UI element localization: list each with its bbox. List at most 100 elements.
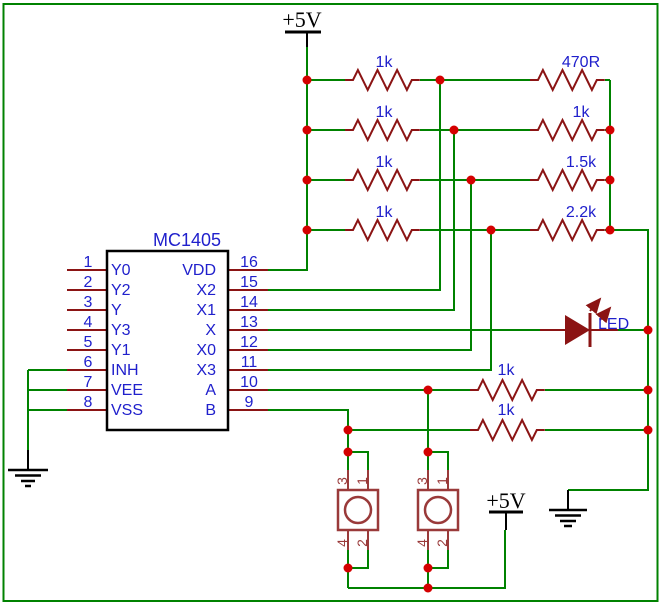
pin-number-11: 11 bbox=[241, 354, 258, 371]
pin-name-a: A bbox=[205, 382, 216, 399]
wire-bottom-rail[interactable] bbox=[348, 530, 506, 589]
wire-x0-branch[interactable] bbox=[268, 180, 472, 351]
junction-dot bbox=[343, 447, 353, 457]
junction-dot bbox=[343, 563, 353, 573]
power-bottom-5v[interactable]: +5V bbox=[486, 488, 526, 530]
resistor-value: 1k bbox=[376, 204, 394, 221]
resistor-left-3[interactable]: 1k bbox=[344, 154, 421, 191]
push-button-1[interactable]: 3 1 4 2 bbox=[334, 470, 380, 550]
junction-dot bbox=[435, 75, 445, 85]
pin-name-x3: X3 bbox=[196, 362, 216, 379]
wire-x2-branch[interactable] bbox=[268, 80, 441, 291]
pin-number-1: 1 bbox=[84, 254, 93, 271]
junction-dot bbox=[423, 385, 433, 395]
wire-x1-branch[interactable] bbox=[268, 130, 455, 311]
resistor-right-1k[interactable]: 1k bbox=[529, 104, 606, 141]
ic-title: MC1405 bbox=[153, 230, 221, 250]
button-pin-label-3: 3 bbox=[414, 477, 430, 485]
pin-number-9: 9 bbox=[245, 394, 254, 411]
button-body bbox=[416, 488, 460, 532]
wire-btn1-pin2[interactable] bbox=[348, 550, 369, 569]
pin-name-y2: Y2 bbox=[111, 282, 131, 299]
ic-left-pin-stubs bbox=[67, 269, 107, 411]
resistor-value: 2.2k bbox=[566, 204, 597, 221]
pin-name-vss: VSS bbox=[111, 402, 143, 419]
wires[interactable] bbox=[27, 47, 649, 589]
power-top-label: +5V bbox=[282, 7, 321, 32]
pin-number-13: 13 bbox=[240, 314, 258, 331]
sheet-border bbox=[2, 3, 659, 602]
wire-btn2-pin1[interactable] bbox=[428, 451, 449, 470]
junction-dot bbox=[302, 125, 312, 135]
resistor-value: 1k bbox=[573, 104, 591, 121]
pin-name-x2: X2 bbox=[196, 282, 216, 299]
resistor-470r[interactable]: 470R bbox=[529, 54, 606, 91]
pin-number-8: 8 bbox=[84, 394, 93, 411]
led-triangle bbox=[565, 315, 590, 345]
junction-dot bbox=[449, 125, 459, 135]
wire-pinB-down[interactable] bbox=[268, 409, 349, 452]
resistor-left-2[interactable]: 1k bbox=[344, 104, 421, 141]
button-body bbox=[336, 488, 380, 532]
resistor-left-4[interactable]: 1k bbox=[344, 204, 421, 241]
ground-right[interactable] bbox=[549, 490, 587, 528]
resistor-1k5[interactable]: 1.5k bbox=[529, 154, 606, 191]
button-pin-label-1: 1 bbox=[354, 477, 370, 485]
junction-dot bbox=[643, 325, 653, 335]
button-pin-label-4: 4 bbox=[334, 539, 350, 547]
ground-right-bars bbox=[549, 508, 587, 528]
resistor-2k2[interactable]: 2.2k bbox=[529, 204, 606, 241]
button-cap bbox=[343, 495, 373, 525]
resistor-value: 1k bbox=[498, 402, 516, 419]
ic-mc1405[interactable]: MC1405 1 2 3 4 5 6 7 8 Y0 Y2 Y Y3 Y1 INH… bbox=[67, 230, 268, 432]
pin-name-x0: X0 bbox=[196, 342, 216, 359]
wire-vdd-rail[interactable] bbox=[268, 47, 308, 271]
wire-x3-branch[interactable] bbox=[268, 230, 492, 371]
junction-dot bbox=[302, 225, 312, 235]
button-pin-label-2: 2 bbox=[434, 539, 450, 547]
ic-body bbox=[105, 249, 230, 432]
button-pin-label-2: 2 bbox=[354, 539, 370, 547]
junction-dot bbox=[302, 75, 312, 85]
wire-btn2-pin2[interactable] bbox=[428, 550, 449, 569]
push-button-2[interactable]: 3 1 4 2 bbox=[414, 470, 460, 550]
junction-dot bbox=[466, 175, 476, 185]
pin-number-14: 14 bbox=[240, 294, 258, 311]
pin-number-4: 4 bbox=[84, 314, 93, 331]
led-label: LED bbox=[598, 316, 629, 333]
button-pin-stubs bbox=[347, 470, 369, 550]
pin-number-5: 5 bbox=[84, 334, 93, 351]
wire-btn1-pin1[interactable] bbox=[348, 451, 369, 470]
resistor-bottom-a[interactable]: 1k bbox=[469, 362, 546, 401]
power-top-5v[interactable]: +5V bbox=[282, 7, 322, 47]
resistor-left-1[interactable]: 1k bbox=[344, 54, 421, 91]
junction-dot bbox=[343, 425, 353, 435]
ic-right-pin-stubs bbox=[228, 269, 268, 411]
button-pin-stubs bbox=[427, 470, 449, 550]
junction-dot bbox=[486, 225, 496, 235]
led-light-arrow-2 bbox=[595, 306, 612, 324]
resistor-value: 1k bbox=[376, 104, 394, 121]
pin-name-y3: Y3 bbox=[111, 322, 131, 339]
junction-dot bbox=[302, 175, 312, 185]
power-bottom-label: +5V bbox=[486, 488, 525, 513]
resistor-value: 1.5k bbox=[566, 154, 597, 171]
button-cap bbox=[423, 495, 453, 525]
pin-name-vdd: VDD bbox=[182, 262, 216, 279]
pin-name-vee: VEE bbox=[111, 382, 143, 399]
pin-name-y1: Y1 bbox=[111, 342, 131, 359]
pin-number-2: 2 bbox=[84, 274, 93, 291]
wire-right-rail-to-ground[interactable] bbox=[568, 229, 649, 491]
button-pin-label-1: 1 bbox=[434, 477, 450, 485]
led[interactable]: LED bbox=[540, 297, 629, 347]
button-pin-label-4: 4 bbox=[414, 539, 430, 547]
resistor-value: 470R bbox=[562, 54, 600, 71]
resistor-value: 1k bbox=[376, 154, 394, 171]
ground-left[interactable] bbox=[8, 450, 48, 488]
pin-number-15: 15 bbox=[240, 274, 258, 291]
junction-dot bbox=[643, 385, 653, 395]
resistor-bottom-b[interactable]: 1k bbox=[469, 402, 546, 441]
